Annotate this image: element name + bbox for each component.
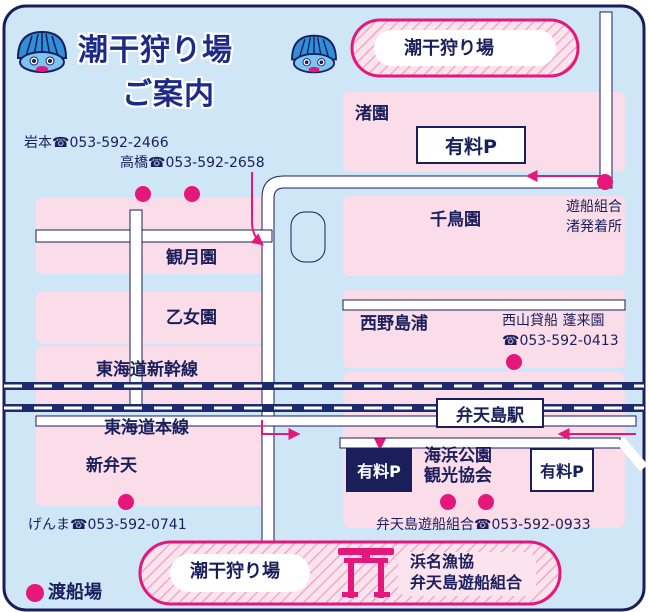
- map-subtitle: ご案内: [122, 77, 215, 112]
- parking-sign: 有料P: [530, 448, 594, 492]
- area-label-chidoriseen: 千鳥園: [430, 210, 481, 230]
- contact-takahashi: 高橋☎053-592-2658: [120, 155, 265, 171]
- ferry-point-marker: [597, 174, 613, 190]
- contact-nishiyama-line1: 西山貸船 蓬来園: [502, 313, 605, 329]
- ferry-point-marker: [506, 354, 522, 370]
- ferry-point-marker: [118, 494, 134, 510]
- area-label-kangetsuen: 観月園: [166, 248, 217, 268]
- facility-label-line1: 海浜公園: [424, 446, 492, 466]
- area-label-nishinojimaura: 西野島浦: [360, 314, 428, 334]
- rail-label-honsen: 東海道本線: [104, 418, 189, 438]
- land-chidoriseen: [343, 196, 625, 276]
- railway-tracks: [4, 382, 644, 412]
- ferry-point-marker: [478, 494, 494, 510]
- map-title: 潮干狩り場: [78, 33, 233, 68]
- contact-yusen-line1: 遊船組合: [566, 199, 622, 215]
- roads: [35, 11, 637, 551]
- parking-sign: 有料P: [346, 448, 412, 492]
- area-label-shinbenten: 新弁天: [86, 456, 137, 476]
- ferry-point-marker: [440, 494, 456, 510]
- banner-top-label: 潮干狩り場: [404, 38, 494, 59]
- rail-label-shinkansen: 東海道新幹線: [96, 360, 198, 380]
- legend-label: 渡船場: [48, 582, 102, 603]
- contact-nishiyama-line2: ☎053-592-0413: [502, 333, 619, 349]
- banner-bottom-label: 潮干狩り場: [190, 561, 280, 582]
- contact-bentenjima: 弁天島遊船組合☎053-592-0933: [376, 517, 591, 533]
- torii-icon: [338, 548, 394, 598]
- legend-dot-icon: [26, 584, 44, 602]
- pond: [290, 211, 326, 263]
- land-shinbenten: [36, 418, 272, 506]
- land-left-mid: [36, 292, 272, 344]
- clam-mascot-icon: [16, 30, 68, 73]
- contact-yusen-line2: 渚発着所: [566, 219, 622, 235]
- area-label-otomeen: 乙女園: [166, 308, 217, 328]
- contact-iwamoto: 岩本☎053-592-2466: [24, 135, 169, 151]
- facility-label-line2: 観光協会: [424, 466, 492, 486]
- ferry-point-marker: [135, 186, 151, 202]
- banner-bottom-org2: 弁天島遊船組合: [410, 573, 523, 592]
- ferry-point-marker: [184, 186, 200, 202]
- contact-genma: げんま☎053-592-0741: [28, 517, 187, 533]
- parking-sign: 有料P: [416, 126, 526, 164]
- area-label-nagisaen: 渚園: [355, 104, 389, 124]
- land-left-rail: [36, 346, 272, 410]
- banner-bottom-org1: 浜名漁協: [410, 552, 475, 571]
- station-label: 弁天島駅: [436, 398, 544, 428]
- clam-mascot-icon: [291, 34, 337, 74]
